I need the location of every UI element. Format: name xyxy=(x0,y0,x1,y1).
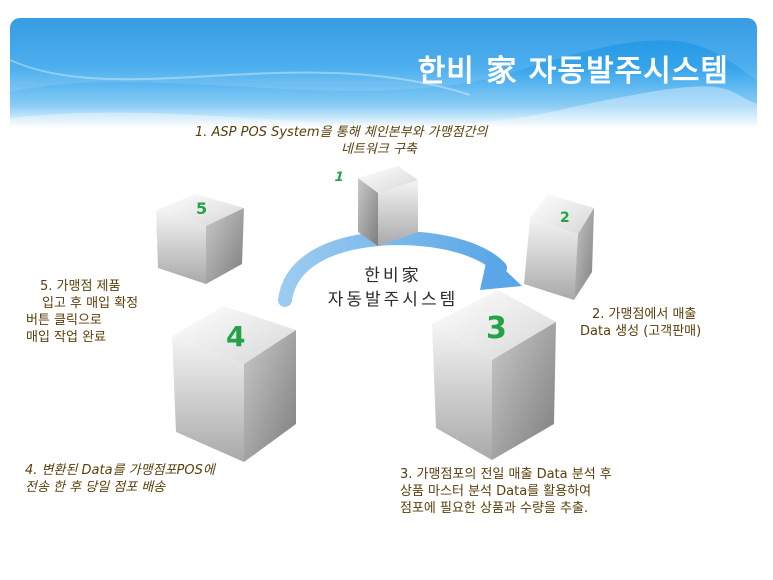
step-4-line1: 4. 변환된 Data를 가맹점포POS에 xyxy=(25,463,215,478)
step-3-line3: 점포에 필요한 상품과 수량을 추출. xyxy=(400,501,589,516)
step-5-line3: 버튼 클릭으로 xyxy=(26,313,102,328)
step-5-line4: 매입 작업 완료 xyxy=(26,330,107,345)
header-banner xyxy=(10,18,757,128)
page-title: 한비 家 자동발주시스템 xyxy=(417,54,729,89)
step-2-line2: Data 생성 (고객판매) xyxy=(580,324,702,339)
cube-3: 3 xyxy=(432,290,556,460)
step-4-label: 4. 변환된 Data를 가맹점포POS에 전송 한 후 당일 점포 배송 xyxy=(25,462,215,496)
cube-2: 2 xyxy=(524,194,594,300)
cube-5-number: 5 xyxy=(196,199,207,218)
step-5-line1: 5. 가맹점 제품 xyxy=(40,279,121,294)
step-2-line1: 2. 가맹점에서 매출 xyxy=(592,307,697,322)
cube-1: 1 xyxy=(332,166,418,246)
step-3-label: 3. 가맹점포의 전일 매출 Data 분석 후 상품 마스터 분석 Data를… xyxy=(400,466,612,517)
cube-4: 4 xyxy=(172,306,296,462)
cube-2-number: 2 xyxy=(560,210,570,226)
center-label: 한비家 자동발주시스템 xyxy=(308,264,478,312)
step-3-line2: 상품 마스터 분석 Data를 활용하여 xyxy=(400,484,592,499)
cube-1-number: 1 xyxy=(332,170,345,185)
step-1-label: 1. ASP POS System을 통해 체인본부와 가맹점간의 네트워크 구… xyxy=(195,124,487,158)
step-4-line2: 전송 한 후 당일 점포 배송 xyxy=(25,480,166,495)
cube-4-number: 4 xyxy=(226,320,245,353)
center-label-line2: 자동발주시스템 xyxy=(327,290,459,310)
cube-3-number: 3 xyxy=(486,311,507,346)
cube-5: 5 xyxy=(156,194,244,284)
center-label-line1: 한비家 xyxy=(364,266,422,286)
step-2-label: 2. 가맹점에서 매출 Data 생성 (고객판매) xyxy=(580,306,701,340)
step-3-line1: 3. 가맹점포의 전일 매출 Data 분석 후 xyxy=(400,467,612,482)
step-1-line1: 1. ASP POS System을 통해 체인본부와 가맹점간의 xyxy=(195,125,488,140)
step-5-label: 5. 가맹점 제품 입고 후 매입 확정 버튼 클릭으로 매입 작업 완료 xyxy=(26,278,138,346)
step-1-line2: 네트워크 구축 xyxy=(341,142,417,157)
step-5-line2: 입고 후 매입 확정 xyxy=(42,296,139,311)
